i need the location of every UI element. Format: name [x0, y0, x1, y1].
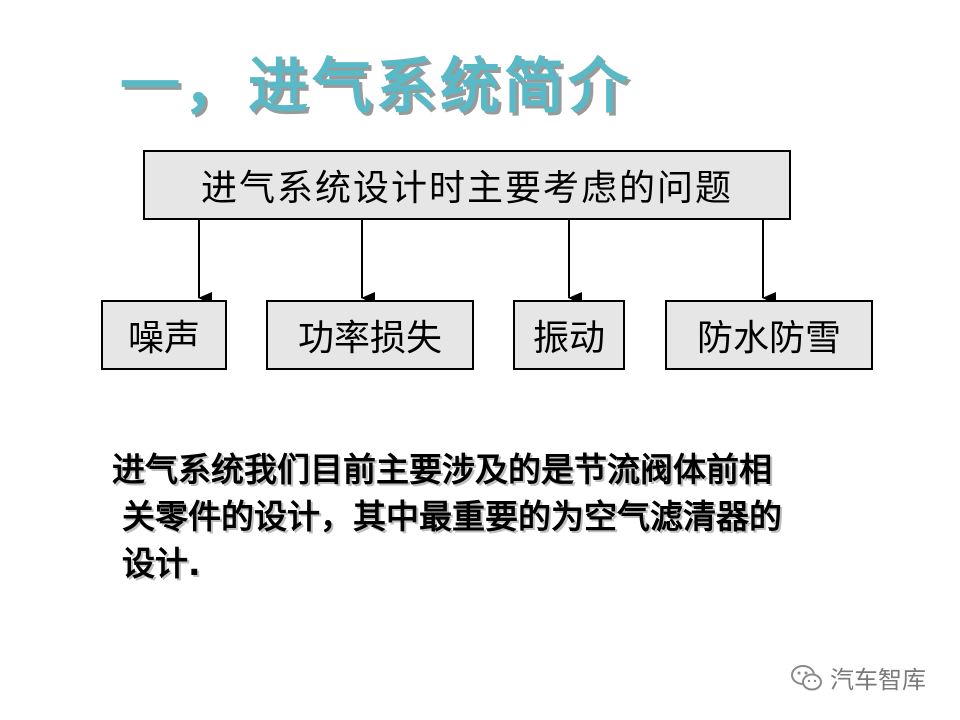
watermark: 汽车智库: [790, 660, 926, 695]
summary-text: 进气系统我们目前主要涉及的是节流阀体前相 关零件的设计，其中最重要的为空气滤清器…: [112, 446, 882, 587]
diagram-root-box: 进气系统设计时主要考虑的问题: [143, 150, 791, 220]
watermark-text: 汽车智库: [830, 666, 926, 694]
summary-line-3: 设计.: [122, 544, 201, 583]
summary-line-2: 关零件的设计，其中最重要的为空气滤清器的: [122, 497, 782, 536]
diagram-child-noise: 噪声: [101, 300, 227, 370]
summary-line-1: 进气系统我们目前主要涉及的是节流阀体前相: [112, 450, 772, 489]
wechat-icon: [791, 664, 822, 690]
diagram-child-vibration: 振动: [513, 300, 625, 370]
slide-title: 一，进气系统简介: [120, 52, 632, 122]
diagram-child-waterproof: 防水防雪: [665, 300, 873, 370]
diagram-child-power-loss: 功率损失: [266, 300, 474, 370]
